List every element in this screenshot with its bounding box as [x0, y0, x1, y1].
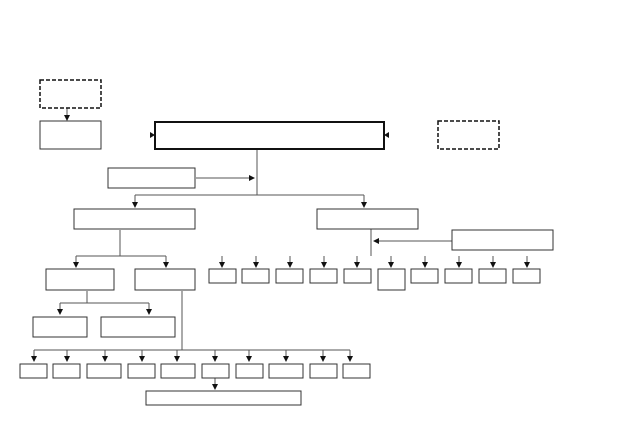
- node-bottom-child-10: [342, 363, 371, 379]
- node-bottom-child-3: [86, 363, 122, 379]
- node-level2-left: [73, 208, 196, 230]
- node-level2-right: [316, 208, 419, 230]
- right-child-arrows: [219, 256, 530, 268]
- node-level4-b: [100, 316, 176, 338]
- node-bottom-child-1: [19, 363, 48, 379]
- node-dashed-left-top: [39, 79, 102, 109]
- node-bottom-child-5: [160, 363, 196, 379]
- node-right-child-10: [512, 268, 541, 284]
- node-right-child-8: [444, 268, 473, 284]
- node-bottom-wide: [145, 390, 302, 406]
- node-right-child-3: [275, 268, 304, 284]
- node-bottom-child-6: [201, 363, 230, 379]
- connectors: [31, 108, 530, 390]
- node-level3-a: [45, 268, 115, 291]
- arrowhead-main-right: [384, 132, 389, 138]
- node-right-child-6: [377, 268, 406, 291]
- node-bottom-child-9: [309, 363, 338, 379]
- nodes: [19, 79, 554, 406]
- node-bottom-child-4: [127, 363, 156, 379]
- node-right-child-1: [208, 268, 237, 284]
- arrowhead-main-left: [150, 132, 155, 138]
- node-side-right: [451, 229, 554, 251]
- node-dashed-right: [437, 120, 500, 150]
- node-left-box: [39, 120, 102, 150]
- node-right-child-7: [410, 268, 439, 284]
- node-right-child-9: [478, 268, 507, 284]
- node-level4-a: [32, 316, 88, 338]
- node-right-child-5: [343, 268, 372, 284]
- node-side-left: [107, 167, 196, 189]
- node-level3-b: [134, 268, 196, 291]
- node-bottom-child-2: [52, 363, 81, 379]
- node-bottom-child-8: [268, 363, 304, 379]
- node-bottom-child-7: [235, 363, 264, 379]
- node-right-child-4: [309, 268, 338, 284]
- bottom-child-arrows: [31, 350, 353, 362]
- node-right-child-2: [241, 268, 270, 284]
- node-top-main: [154, 121, 385, 150]
